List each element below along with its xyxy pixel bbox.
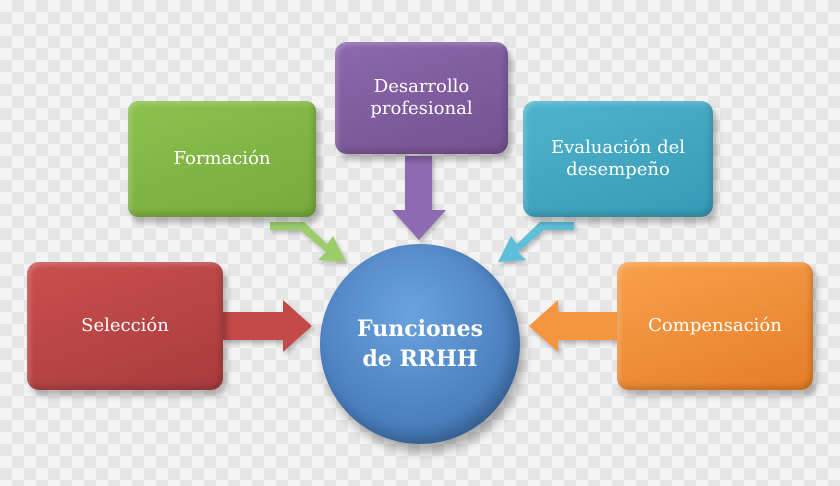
funciones-rrhh-circle: Funciones de RRHH — [320, 244, 520, 444]
formacion-box: Formación — [128, 101, 316, 217]
desarrollo-profesional-box: Desarrollo profesional — [335, 42, 508, 154]
center-title-line1: Funciones — [356, 316, 484, 342]
desarrollo-arrow — [392, 156, 446, 240]
desarrollo-label-line2: profesional — [370, 98, 473, 119]
desarrollo-label-line1: Desarrollo — [373, 76, 470, 97]
compensacion-label: Compensación — [648, 315, 782, 336]
evaluacion-arrow — [498, 222, 574, 262]
evaluacion-desempeno-box: Evaluación del desempeño — [523, 101, 713, 217]
seleccion-box: Selección — [27, 262, 223, 390]
center-title-line2: de RRHH — [362, 346, 478, 372]
seleccion-label: Selección — [81, 315, 169, 336]
seleccion-arrow — [222, 300, 312, 352]
evaluacion-label-line2: desempeño — [566, 159, 670, 180]
compensacion-arrow — [529, 300, 618, 352]
formacion-arrow — [270, 222, 346, 262]
evaluacion-label-line1: Evaluación del — [550, 137, 686, 158]
compensacion-box: Compensación — [617, 262, 813, 390]
formacion-label: Formación — [173, 148, 271, 169]
